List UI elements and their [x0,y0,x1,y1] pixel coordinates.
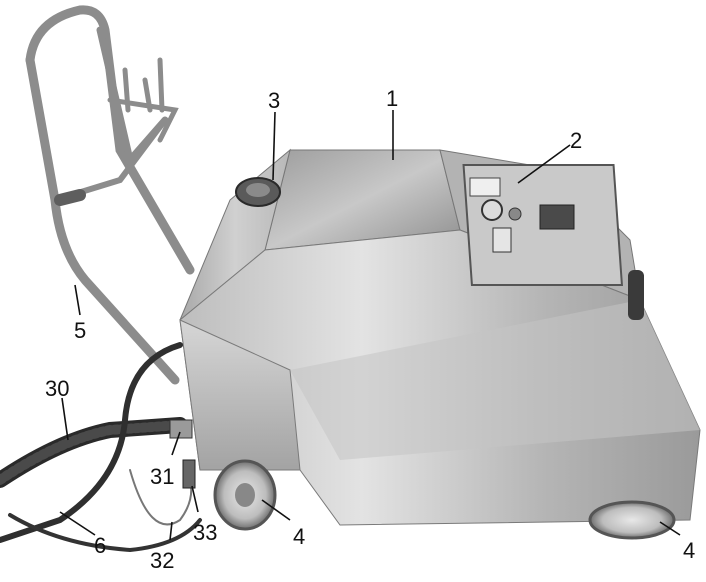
callout-33: 33 [193,520,217,545]
rear-wheel [588,500,676,540]
callout-31: 31 [150,464,174,489]
callout-6: 6 [94,533,106,558]
callout-1: 1 [386,86,398,111]
control-panel [462,164,623,286]
handle-frame [25,5,195,385]
callout-30: 30 [45,376,69,401]
callout-4-rear: 4 [683,538,695,563]
callout-4-front: 4 [293,524,305,549]
callout-5: 5 [74,318,86,343]
callout-3: 3 [268,88,280,113]
hoses [0,342,202,553]
leader-lines [59,110,681,541]
front-wheel [213,459,277,531]
callout-2: 2 [570,128,582,153]
callout-32: 32 [150,548,174,573]
rear-roller [628,270,644,320]
callout-labels: 1 2 3 4 4 5 6 30 31 32 33 [45,86,695,573]
